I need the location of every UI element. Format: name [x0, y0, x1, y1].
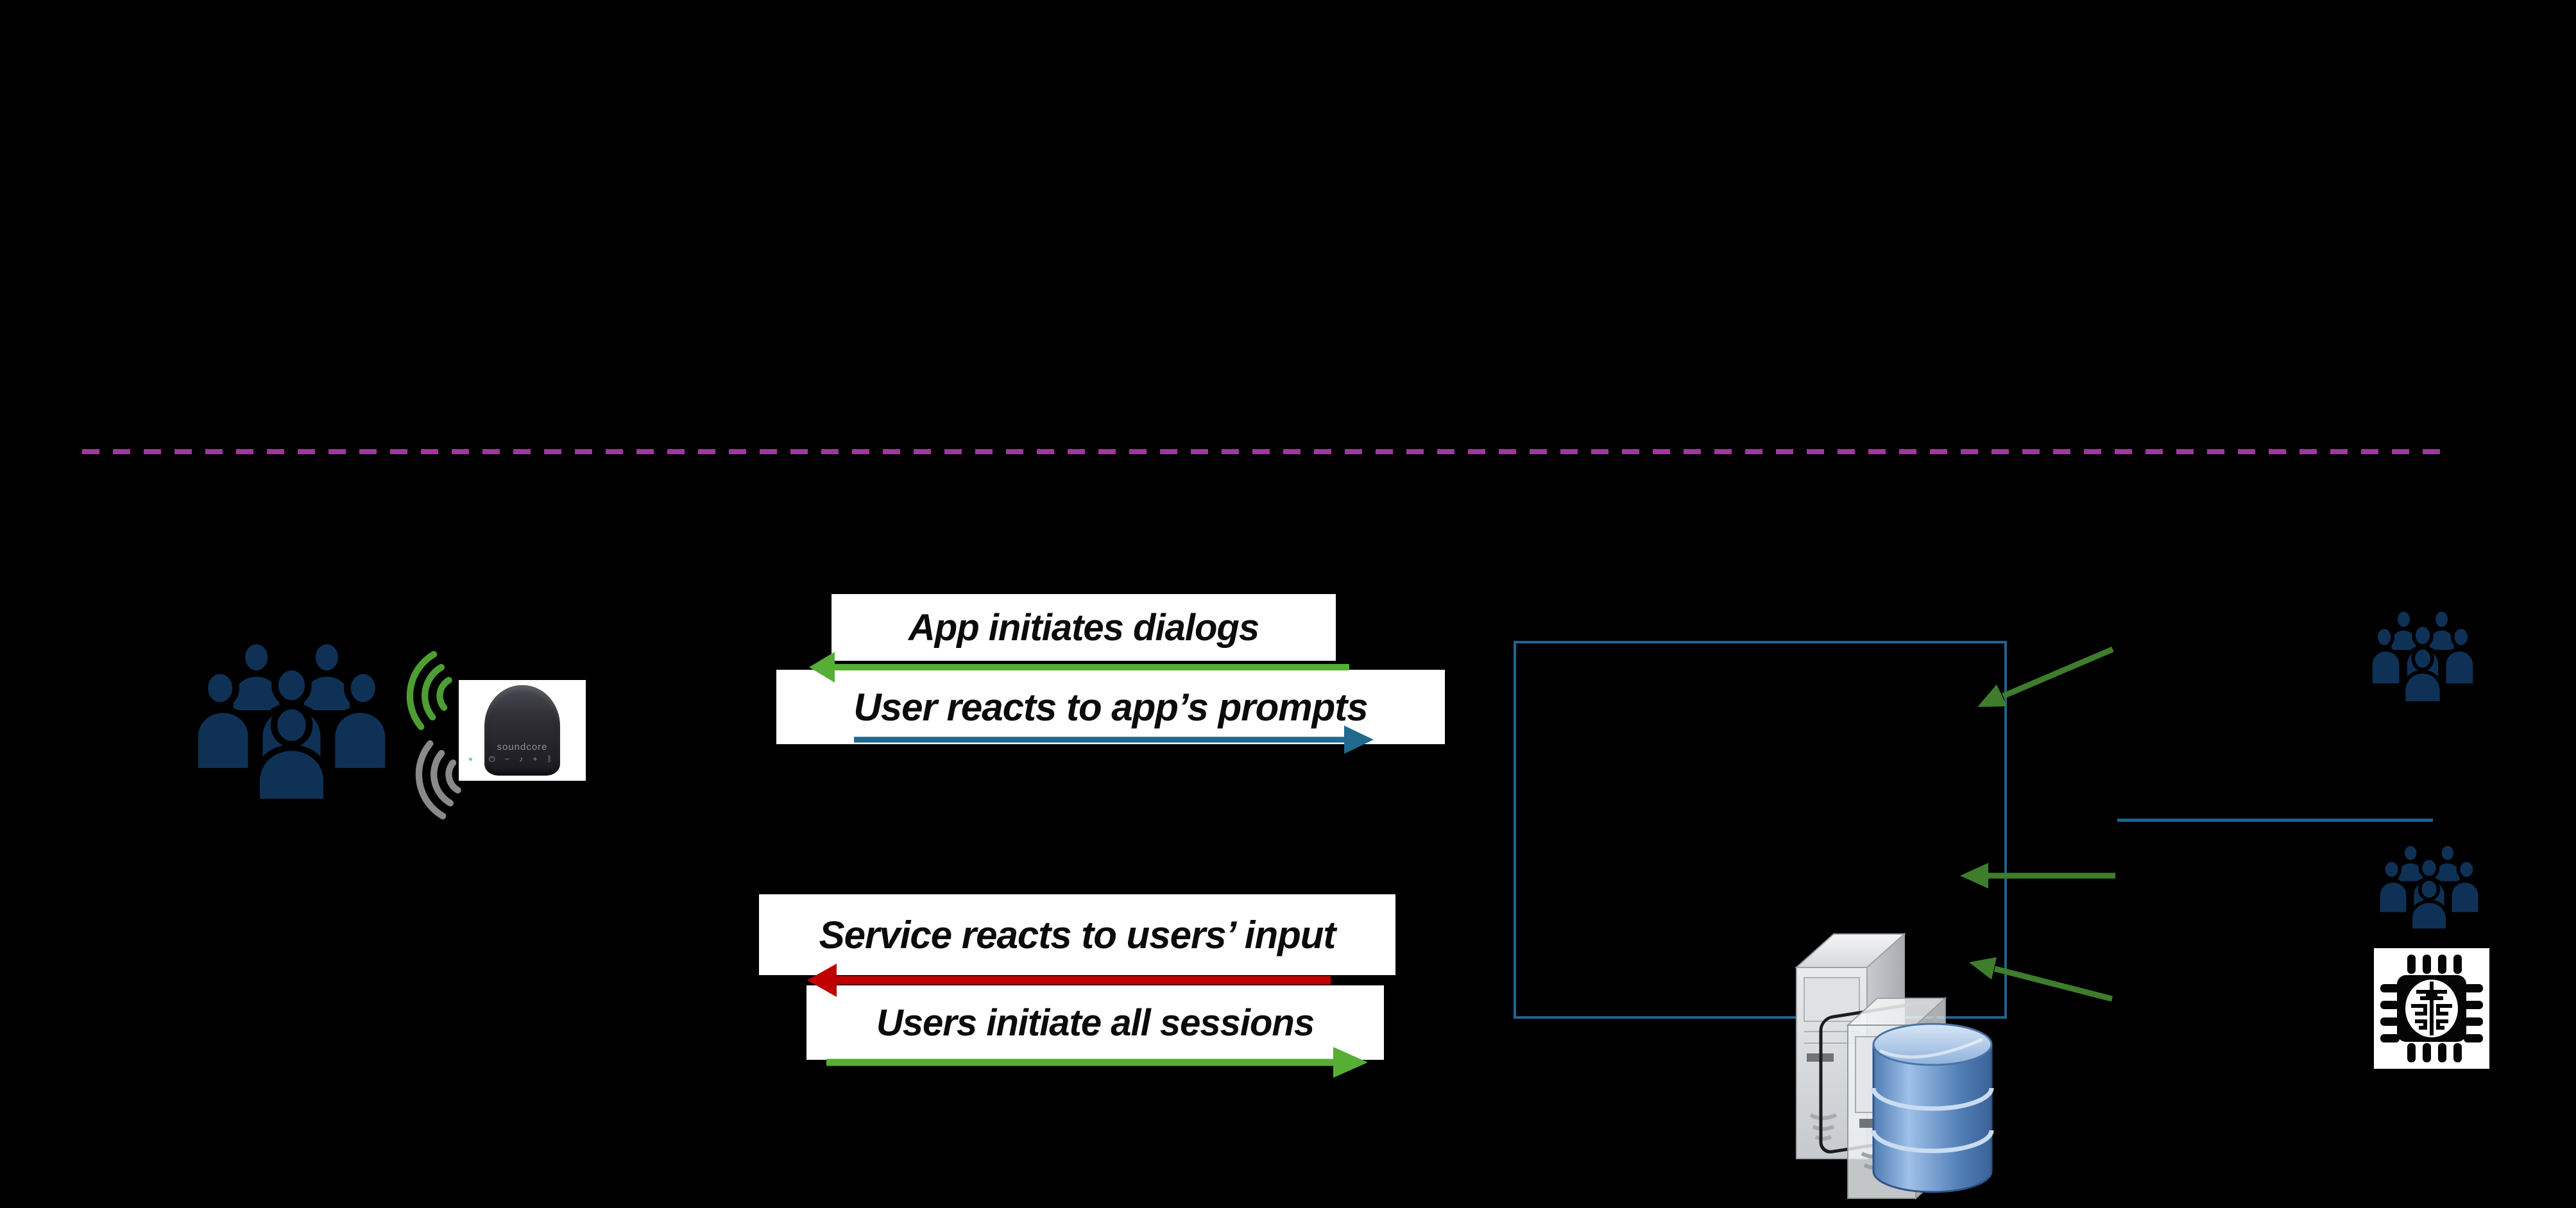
- dashed-divider: [82, 449, 2442, 454]
- label-service-reacts-to-input: Service reacts to users’ input: [759, 894, 1395, 975]
- speaker-body: [484, 685, 560, 776]
- server-database-icon: [1795, 932, 1994, 1200]
- connector-line: [2117, 819, 2433, 822]
- speaker-brand-label: soundcore: [497, 742, 548, 753]
- arrow-users-initiate-right: [826, 1047, 1368, 1078]
- label-app-initiates-dialogs: App initiates dialogs: [832, 594, 1336, 661]
- arrow-app-initiates-left: [809, 652, 1349, 683]
- arrow-into-box-top: [1977, 646, 2114, 707]
- user-crowd-icon-top: [2370, 606, 2475, 703]
- speaker-buttons: ⏻ − ♪ + ᛒ: [488, 754, 556, 763]
- speaker-led: [469, 758, 472, 761]
- ai-chip-icon: [2374, 948, 2489, 1069]
- service-boundary-box: [1514, 641, 2007, 1019]
- arrow-into-box-middle: [1960, 863, 2115, 889]
- user-crowd-icon-bottom: [2378, 840, 2480, 930]
- arrow-service-reacts-left: [807, 964, 1331, 997]
- user-crowd-icon: [194, 634, 389, 802]
- arrow-into-box-bottom: [1969, 957, 2113, 1002]
- smart-speaker-image: soundcore ⏻ − ♪ + ᛒ: [459, 680, 586, 781]
- label-users-initiate-sessions: Users initiate all sessions: [806, 985, 1384, 1060]
- arrow-user-reacts-right: [854, 726, 1374, 754]
- label-user-reacts-to-prompts: User reacts to app’s prompts: [776, 670, 1445, 744]
